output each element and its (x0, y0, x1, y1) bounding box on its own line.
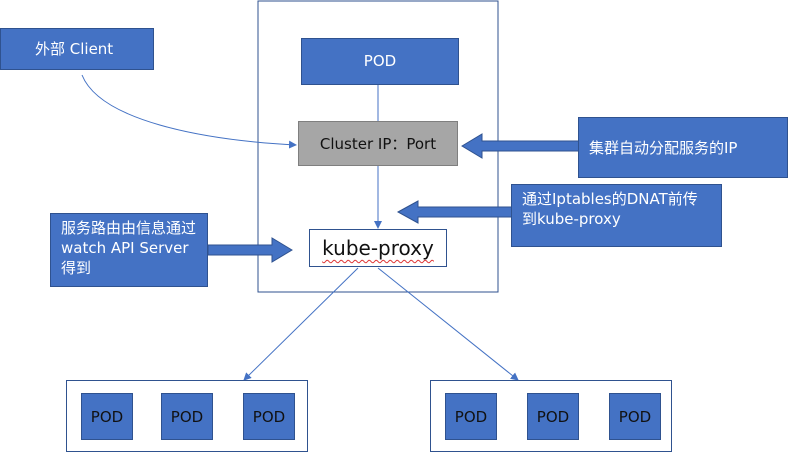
note-watch-api-server-text: 服务路由由信息通过watch API Server得到 (61, 219, 197, 277)
note-iptables-dnat: 通过Iptables的DNAT前传到kube-proxy (511, 184, 722, 247)
right-pod-3: POD (609, 393, 661, 440)
kubeproxy-to-left-pods-arrow (243, 267, 359, 381)
left-pod-1: POD (81, 393, 133, 440)
note-auto-assigned-ip: 集群自动分配服务的IP (578, 117, 788, 178)
left-pod-2-label: POD (170, 407, 204, 426)
left-pod-3-label: POD (252, 407, 286, 426)
right-pod-1-label: POD (454, 407, 488, 426)
right-pod-group: POD POD POD (430, 380, 672, 452)
right-pod-3-label: POD (618, 407, 652, 426)
note-auto-assigned-ip-text: 集群自动分配服务的IP (589, 138, 738, 157)
kube-proxy-label: kube-proxy (322, 236, 434, 260)
block-arrow-clusterip (461, 133, 581, 159)
cluster-ip-box: Cluster IP：Port (298, 121, 458, 166)
left-pod-2: POD (161, 393, 213, 440)
note-iptables-dnat-text: 通过Iptables的DNAT前传到kube-proxy (522, 190, 698, 228)
block-arrow-kubeproxy-right (396, 200, 513, 224)
left-pod-1-label: POD (90, 407, 124, 426)
cluster-ip-label: Cluster IP：Port (319, 135, 437, 153)
external-client-label: 外部 Client (35, 39, 114, 58)
right-pod-1: POD (445, 393, 497, 440)
left-pod-group: POD POD POD (66, 380, 308, 452)
external-client-box: 外部 Client (0, 28, 154, 70)
block-arrow-kubeproxy-left (207, 237, 293, 263)
kube-proxy-box: kube-proxy (309, 229, 447, 267)
top-pod-box: POD (301, 38, 459, 85)
right-pod-2: POD (527, 393, 579, 440)
kubeproxy-to-right-pods-arrow (377, 267, 519, 381)
right-pod-2-label: POD (536, 407, 570, 426)
note-watch-api-server: 服务路由由信息通过watch API Server得到 (50, 213, 208, 287)
top-pod-label: POD (363, 52, 397, 70)
client-to-clusterip-arrow (81, 74, 297, 149)
left-pod-3: POD (243, 393, 295, 440)
